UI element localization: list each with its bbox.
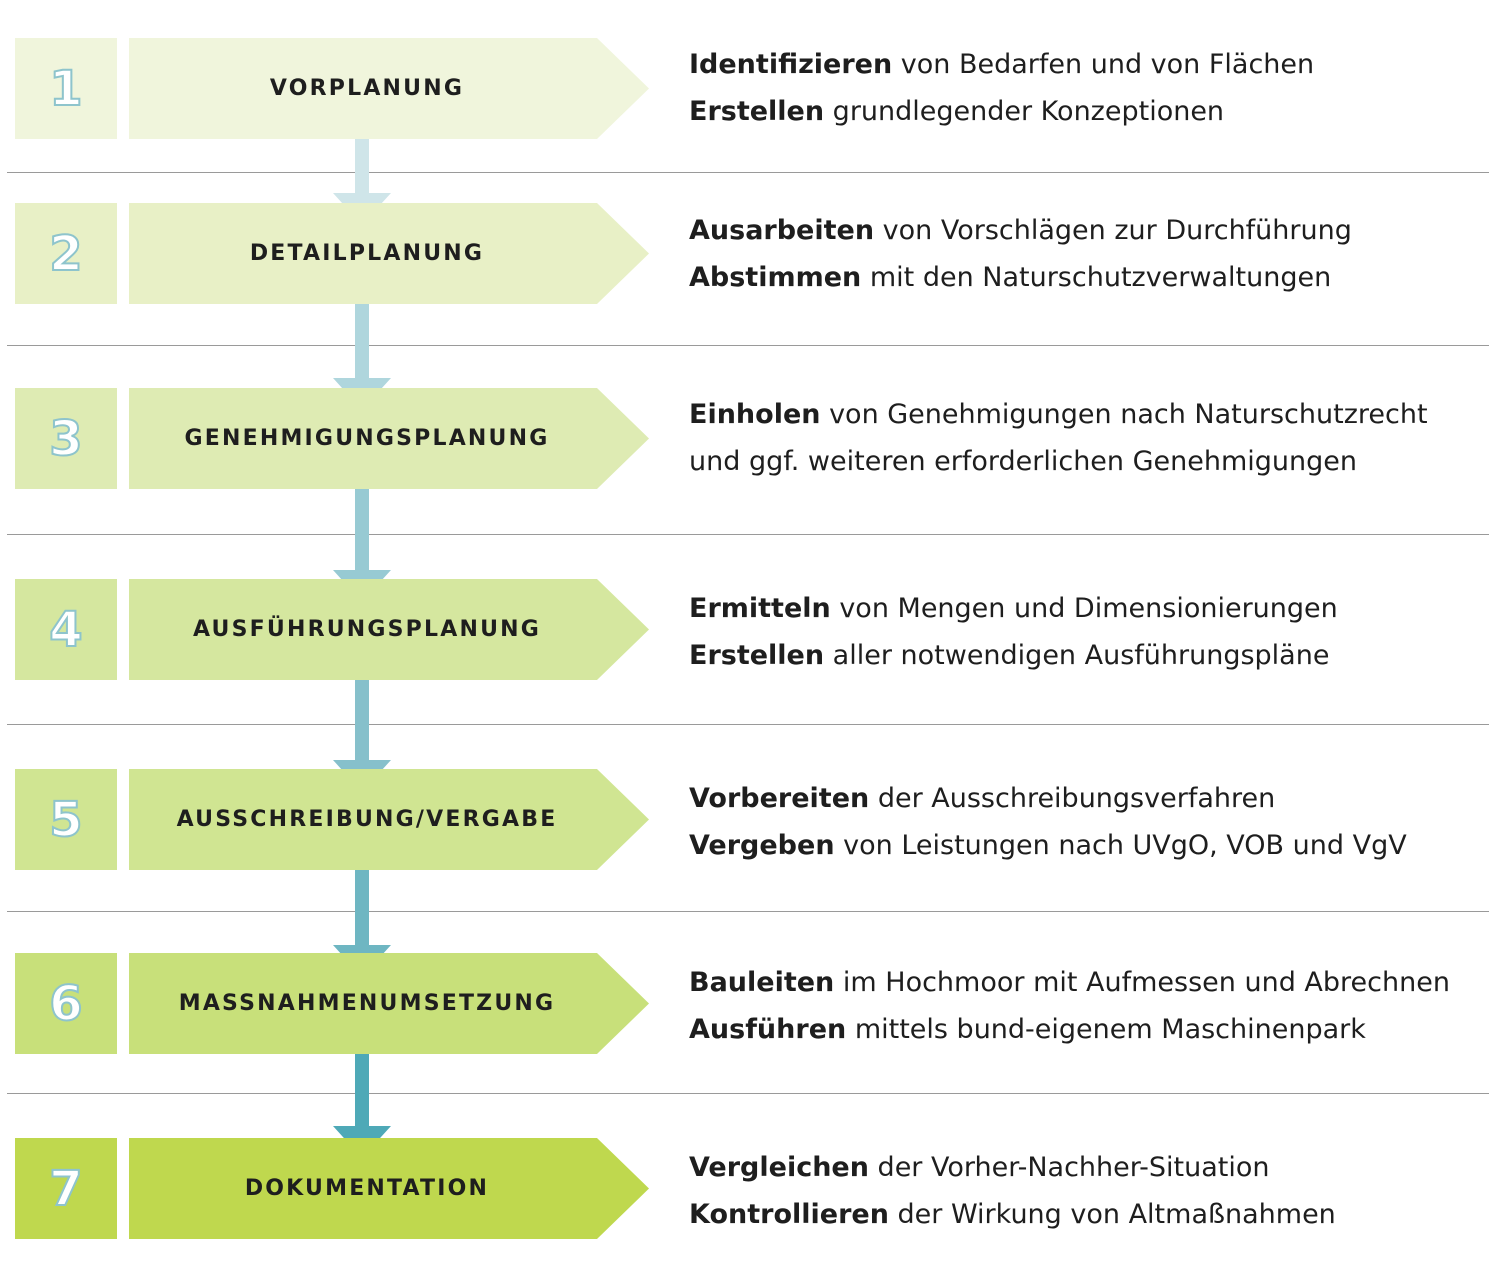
action-detail: der Wirkung von Altmaßnahmen [888,1199,1336,1230]
action-detail: der Vorher-Nachher-Situation [868,1152,1270,1183]
step-title: AUSFÜHRUNGSPLANUNG [193,617,541,642]
action-detail: mittels bund-eigenem Maschinenpark [846,1014,1366,1045]
action-verb: Vergleichen [689,1152,869,1183]
description-line: Erstellen grundlegender Konzeptionen [689,88,1479,135]
step-4-number-box: 4 [15,579,117,680]
action-detail: von Leistungen nach UVgO, VOB und VgV [834,830,1407,861]
action-verb: Einholen [689,399,821,430]
step-7-number-box: 7 [15,1138,117,1239]
action-detail: und ggf. weiteren erforderlichen Genehmi… [689,446,1358,477]
step-number: 2 [48,225,83,282]
action-verb: Ausarbeiten [689,215,875,246]
step-1-number-box: 1 [15,38,117,139]
description-line: Ausarbeiten von Vorschlägen zur Durchfüh… [689,207,1479,254]
arrow-shape [333,1054,391,1158]
connector-arrow-5-6 [330,870,394,977]
step-title: DOKUMENTATION [244,1176,490,1201]
description-line: und ggf. weiteren erforderlichen Genehmi… [689,438,1479,485]
arrow-shape [333,680,391,792]
step-title: AUSSCHREIBUNG/VERGABE [176,807,558,832]
step-4-chevron: AUSFÜHRUNGSPLANUNG [129,579,649,680]
separator-6 [7,1093,1489,1094]
action-verb: Erstellen [689,640,825,671]
action-detail: aller notwendigen Ausführungspläne [824,640,1330,671]
step-1-chevron: VORPLANUNG [129,38,649,139]
action-detail: grundlegender Konzeptionen [824,96,1225,127]
description-line: Einholen von Genehmigungen nach Natursch… [689,391,1479,438]
connector-arrow-4-5 [330,680,394,792]
step-3-description: Einholen von Genehmigungen nach Natursch… [689,391,1479,485]
arrow-shape [333,304,391,410]
separator-1 [7,172,1489,173]
step-7-chevron: DOKUMENTATION [129,1138,649,1239]
action-verb: Erstellen [689,96,825,127]
action-detail: der Ausschreibungsverfahren [869,783,1276,814]
action-detail: mit den Naturschutzverwaltungen [861,262,1332,293]
action-verb: Vergeben [689,830,835,861]
separator-2 [7,345,1489,346]
action-verb: Abstimmen [689,262,862,293]
step-5-description: Vorbereiten der Ausschreibungsverfahren … [689,775,1479,869]
step-5-chevron: AUSSCHREIBUNG/VERGABE [129,769,649,870]
action-detail: von Mengen und Dimensionierungen [830,593,1338,624]
connector-arrow-3-4 [330,489,394,602]
action-verb: Ausführen [689,1014,847,1045]
action-detail: von Genehmigungen nach Naturschutzrecht [820,399,1428,430]
step-6-number-box: 6 [15,953,117,1054]
step-7-description: Vergleichen der Vorher-Nachher-Situation… [689,1144,1479,1238]
action-verb: Vorbereiten [689,783,870,814]
connector-arrow-6-7 [330,1054,394,1158]
description-line: Vorbereiten der Ausschreibungsverfahren [689,775,1479,822]
step-2-description: Ausarbeiten von Vorschlägen zur Durchfüh… [689,207,1479,301]
action-detail: im Hochmoor mit Aufmessen und Abrechnen [834,967,1450,998]
step-number: 3 [48,410,83,467]
step-3-chevron: GENEHMIGUNGSPLANUNG [129,388,649,489]
separator-3 [7,534,1489,535]
description-line: Kontrollieren der Wirkung von Altmaßnahm… [689,1191,1479,1238]
action-verb: Bauleiten [689,967,835,998]
action-verb: Identifizieren [689,49,893,80]
step-title: VORPLANUNG [269,76,465,101]
step-2-number-box: 2 [15,203,117,304]
step-6-chevron: MASSNAHMENUMSETZUNG [129,953,649,1054]
step-number: 5 [48,791,83,848]
description-line: Ausführen mittels bund-eigenem Maschinen… [689,1006,1479,1053]
step-6-description: Bauleiten im Hochmoor mit Aufmessen und … [689,959,1479,1053]
separator-5 [7,911,1489,912]
step-number: 6 [48,975,83,1032]
connector-arrow-2-3 [330,304,394,410]
step-title: MASSNAHMENUMSETZUNG [178,991,556,1016]
step-5-number-box: 5 [15,769,117,870]
separator-4 [7,724,1489,725]
arrow-shape [333,489,391,602]
description-line: Bauleiten im Hochmoor mit Aufmessen und … [689,959,1479,1006]
description-line: Vergeben von Leistungen nach UVgO, VOB u… [689,822,1479,869]
description-line: Identifizieren von Bedarfen und von Fläc… [689,41,1479,88]
step-title: GENEHMIGUNGSPLANUNG [184,426,550,451]
description-line: Erstellen aller notwendigen Ausführungsp… [689,632,1479,679]
step-3-number-box: 3 [15,388,117,489]
step-2-chevron: DETAILPLANUNG [129,203,649,304]
action-detail: von Bedarfen und von Flächen [892,49,1315,80]
description-line: Ermitteln von Mengen und Dimensionierung… [689,585,1479,632]
description-line: Vergleichen der Vorher-Nachher-Situation [689,1144,1479,1191]
step-number: 7 [48,1160,83,1217]
step-4-description: Ermitteln von Mengen und Dimensionierung… [689,585,1479,679]
step-1-description: Identifizieren von Bedarfen und von Fläc… [689,41,1479,135]
step-number: 1 [48,60,83,117]
action-detail: von Vorschlägen zur Durchführung [874,215,1352,246]
action-verb: Kontrollieren [689,1199,889,1230]
step-number: 4 [48,601,83,658]
step-title: DETAILPLANUNG [249,241,485,266]
description-line: Abstimmen mit den Naturschutzverwaltunge… [689,254,1479,301]
arrow-shape [333,870,391,977]
action-verb: Ermitteln [689,593,831,624]
